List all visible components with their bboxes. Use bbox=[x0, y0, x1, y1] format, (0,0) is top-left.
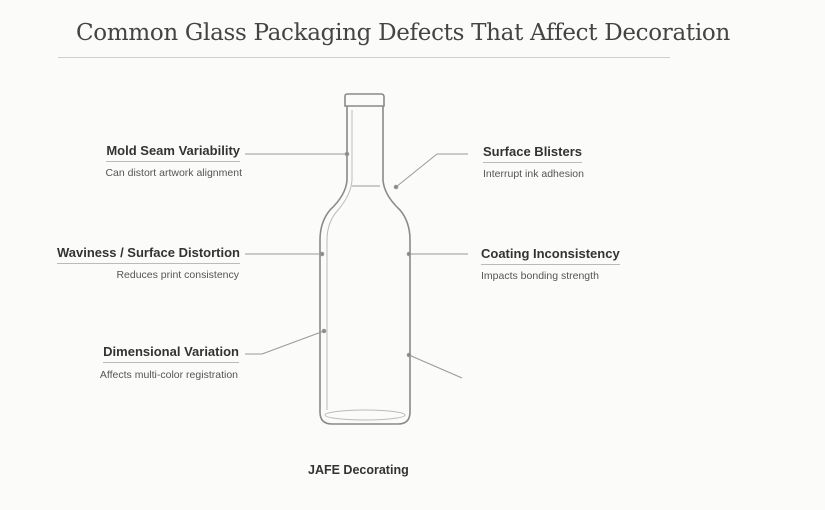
brand-footer: JAFE Decorating bbox=[308, 463, 409, 477]
defect-effect-mold-seam: Can distort artwork alignment bbox=[105, 167, 242, 179]
defect-label-waviness: Waviness / Surface Distortion bbox=[56, 245, 240, 264]
defect-label-mold-seam: Mold Seam Variability bbox=[106, 143, 240, 162]
defect-effect-dimensional: Affects multi-color registration bbox=[99, 369, 238, 381]
bottle-cap bbox=[344, 93, 385, 107]
page-title: Common Glass Packaging Defects That Affe… bbox=[76, 20, 730, 46]
bottle-base bbox=[324, 409, 406, 421]
defect-label-coating: Coating Inconsistency bbox=[481, 246, 620, 265]
bottle-inner-line bbox=[326, 110, 353, 410]
defect-effect-waviness: Reduces print consistency bbox=[116, 269, 239, 281]
defect-effect-blisters: Interrupt ink adhesion bbox=[483, 168, 584, 180]
bottle-outline bbox=[319, 106, 411, 425]
defect-label-blisters: Surface Blisters bbox=[483, 144, 582, 163]
title-divider bbox=[58, 57, 670, 58]
defect-label-dimensional: Dimensional Variation bbox=[103, 344, 239, 363]
defect-effect-coating: Impacts bonding strength bbox=[481, 270, 599, 282]
